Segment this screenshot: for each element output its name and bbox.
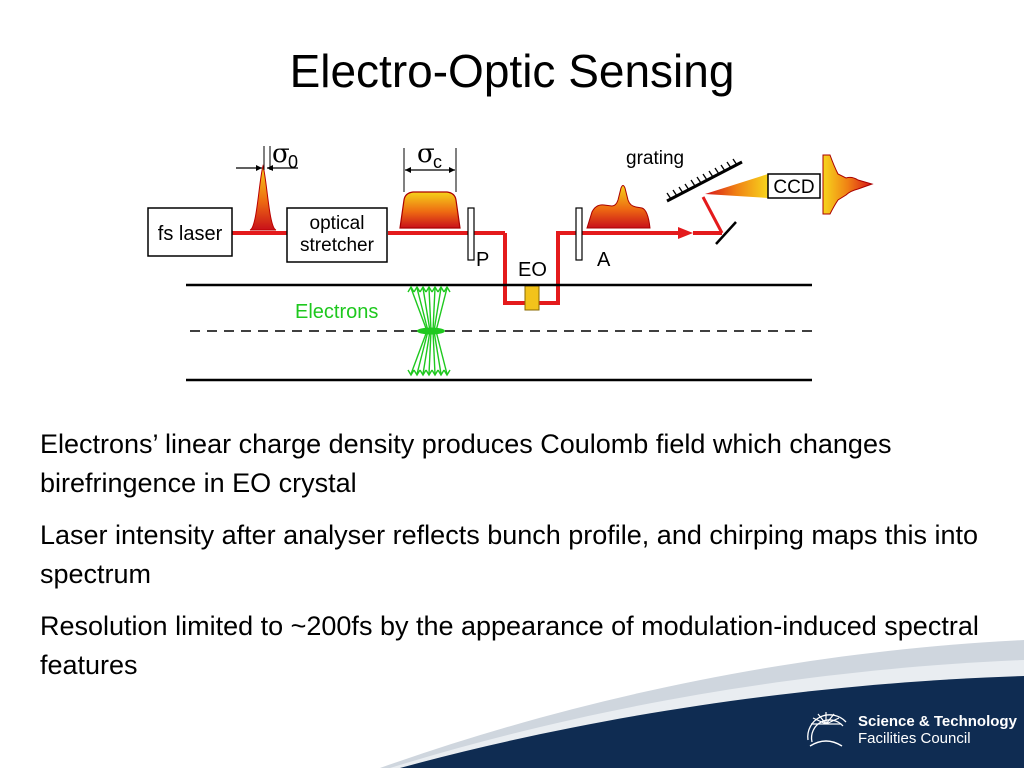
logo-text-line1: Science & Technology: [858, 713, 1017, 730]
ccd-box: CCD: [767, 173, 821, 199]
analyser-label: A: [597, 249, 611, 271]
sigma0-subscript: 0: [288, 152, 298, 172]
sigmac-symbol: σ: [417, 139, 435, 169]
beam-pipe: [186, 283, 812, 382]
electron-bunch: Electrons: [295, 285, 451, 377]
slide-title: Electro-Optic Sensing: [289, 45, 735, 97]
ccd-label: CCD: [773, 177, 814, 198]
output-spectrum: [822, 154, 874, 215]
dispersed-spectrum: [705, 174, 768, 198]
modulated-pulse: [586, 185, 651, 229]
fs-laser-label: fs laser: [158, 223, 223, 245]
grating: grating: [626, 148, 743, 203]
eo-label: EO: [518, 259, 547, 281]
sigma0-symbol: σ: [272, 139, 290, 169]
stretcher-label-line2: stretcher: [300, 235, 375, 256]
bullet-item: Resolution limited to ~200fs by the appe…: [40, 611, 979, 680]
polariser: P: [467, 207, 489, 271]
eo-crystal: EO: [518, 259, 547, 311]
analyser: A: [575, 207, 611, 271]
laser-beam-path: [232, 196, 724, 305]
eo-sensing-diagram: fs laser σ 0 optical stretcher: [147, 139, 874, 382]
grating-label: grating: [626, 148, 684, 169]
stretched-pulse: σ c: [399, 139, 461, 229]
bullet-item: Laser intensity after analyser reflects …: [40, 520, 978, 589]
bullet-list: Electrons’ linear charge density produce…: [40, 425, 1000, 698]
short-pulse: σ 0: [236, 139, 298, 231]
logo-text-line2: Facilities Council: [858, 730, 971, 747]
optical-stretcher-box: optical stretcher: [286, 207, 388, 263]
mirror: [715, 221, 737, 245]
bullet-item: Electrons’ linear charge density produce…: [40, 429, 892, 498]
stretcher-label-line1: optical: [310, 213, 365, 234]
electrons-label: Electrons: [295, 301, 378, 323]
fs-laser-box: fs laser: [147, 207, 233, 257]
polariser-label: P: [476, 249, 489, 271]
sigmac-subscript: c: [433, 152, 442, 172]
